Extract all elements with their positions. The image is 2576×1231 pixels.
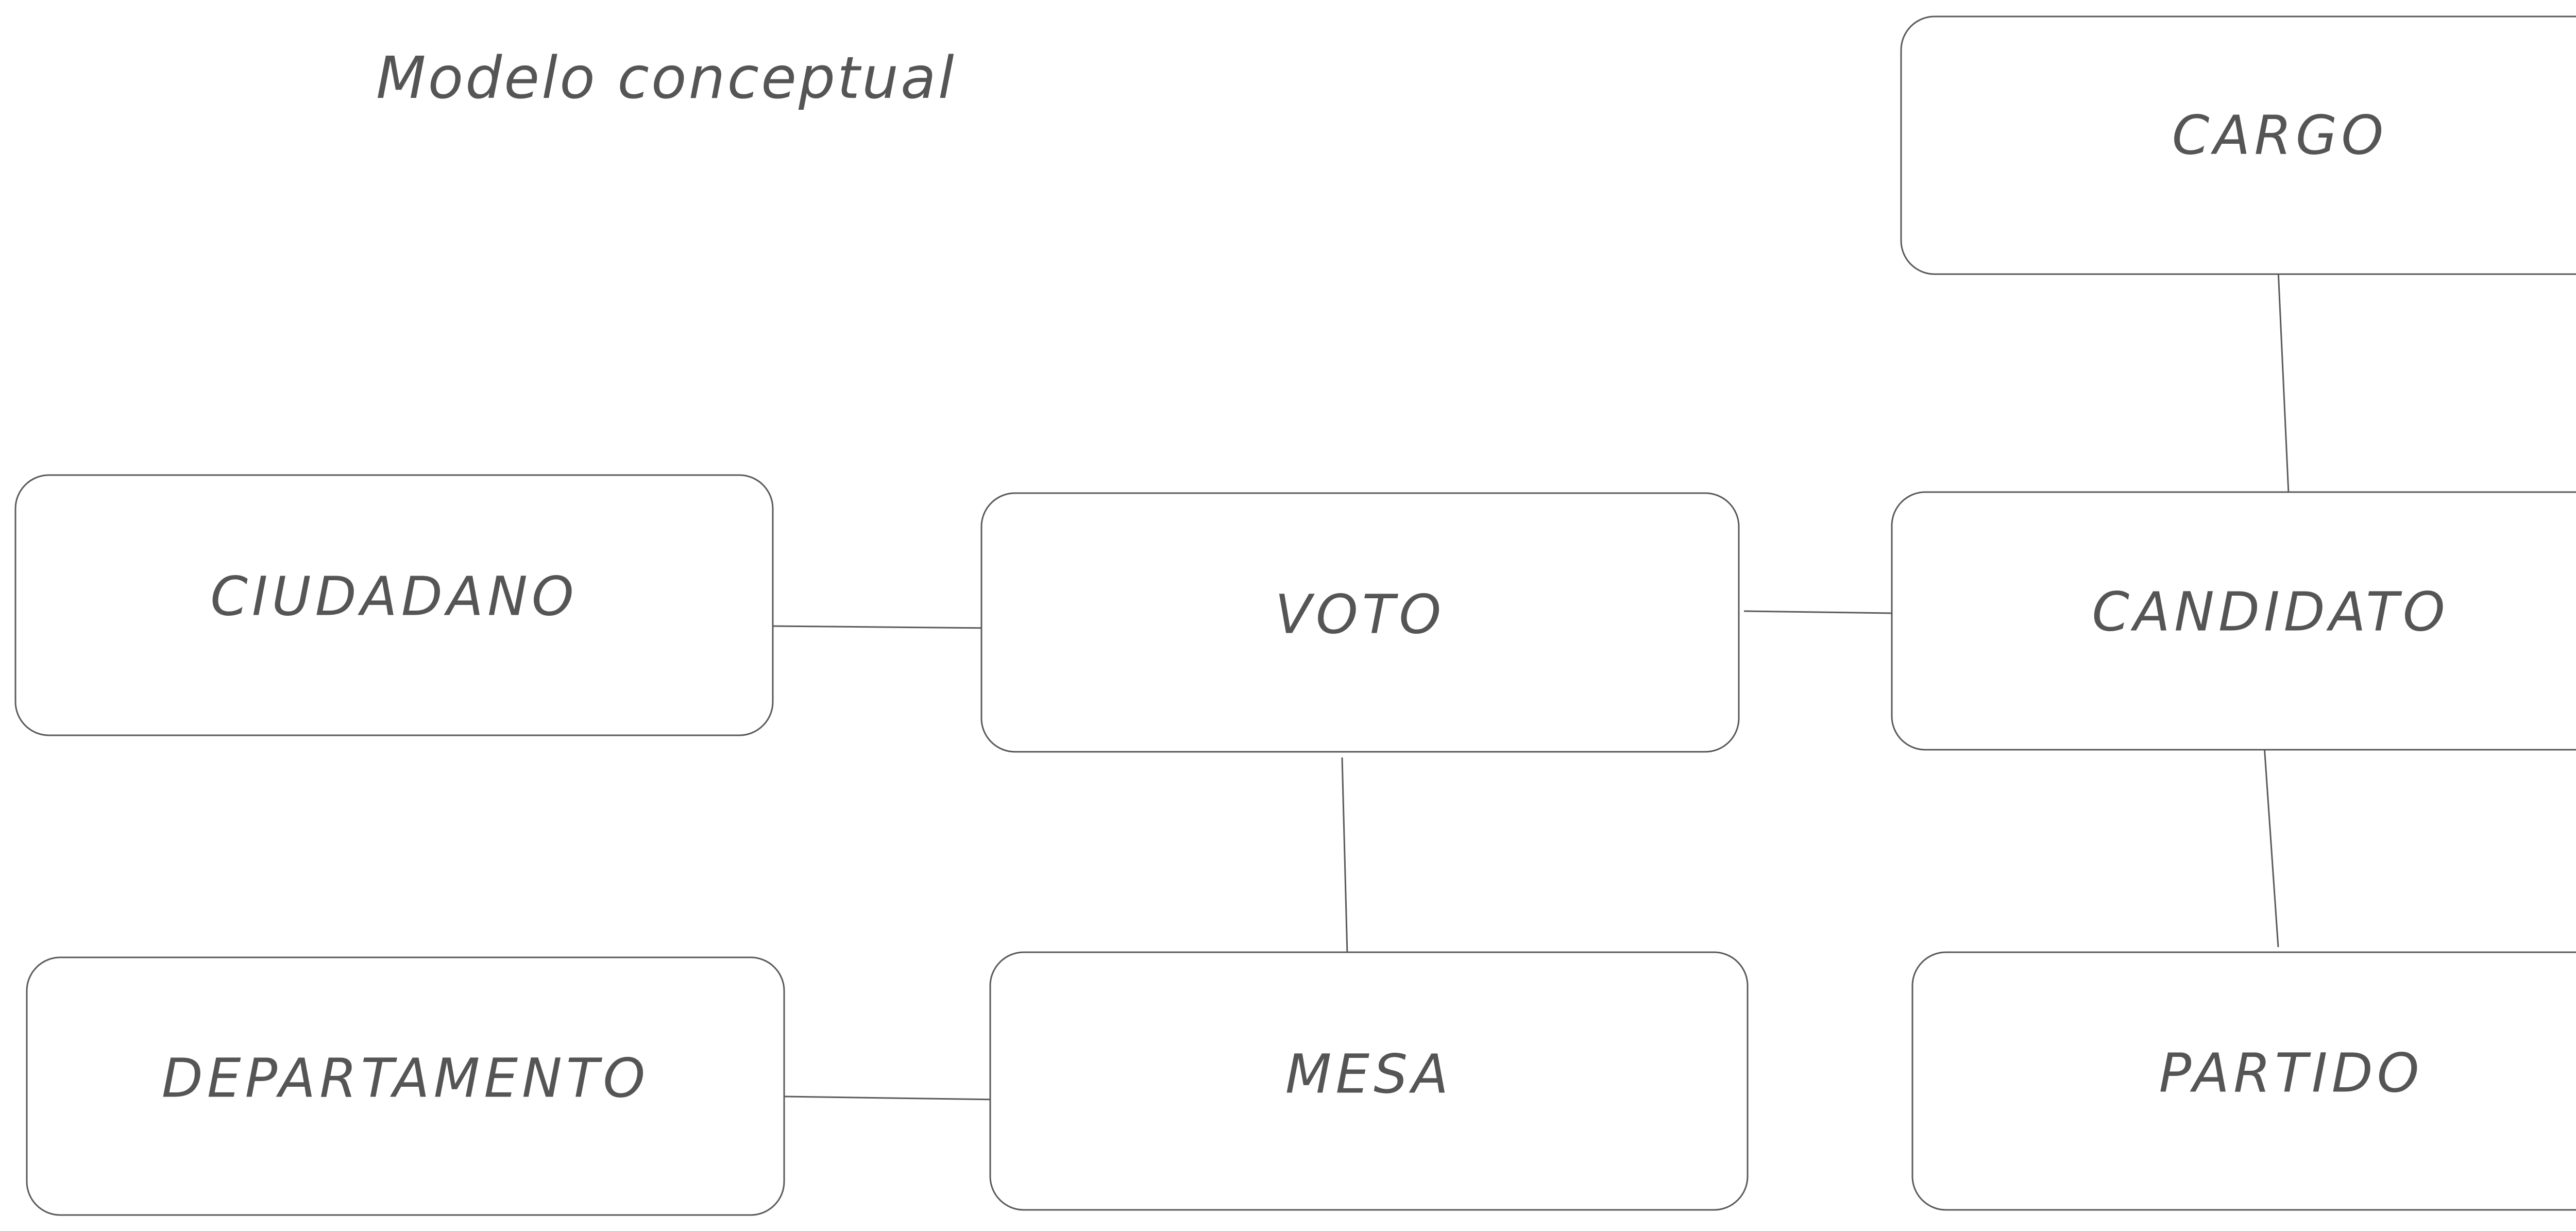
- relation-voto-candidato: [1743, 610, 1892, 614]
- entity-mesa-box: [989, 951, 1749, 1211]
- entity-candidato[interactable]: CANDIDATO: [1891, 491, 2576, 751]
- entity-voto[interactable]: VOTO: [980, 492, 1740, 753]
- entity-partido-label: PARTIDO: [2159, 1041, 2423, 1104]
- entity-cargo-box: [1900, 15, 2576, 275]
- relation-ciudadano-voto: [772, 625, 994, 629]
- entity-mesa[interactable]: MESA: [989, 951, 1749, 1211]
- entity-partido[interactable]: PARTIDO: [1911, 951, 2576, 1211]
- entity-candidato-label: CANDIDATO: [2092, 580, 2449, 643]
- relation-voto-mesa: [1341, 757, 1348, 954]
- entity-departamento[interactable]: DEPARTAMENTO: [26, 956, 785, 1216]
- entity-voto-label: VOTO: [1275, 583, 1445, 646]
- entity-ciudadano[interactable]: CIUDADANO: [14, 474, 774, 736]
- relation-mesa-departamento: [784, 1095, 999, 1101]
- entity-ciudadano-box: [14, 474, 774, 736]
- entity-partido-box: [1911, 951, 2576, 1211]
- entity-candidato-box: [1891, 491, 2576, 751]
- entity-ciudadano-label: CIUDADANO: [210, 565, 578, 628]
- entity-departamento-label: DEPARTAMENTO: [162, 1047, 649, 1109]
- relation-candidato-partido: [2263, 746, 2279, 948]
- entity-voto-box: [980, 492, 1740, 753]
- entity-cargo[interactable]: CARGO: [1900, 15, 2576, 275]
- entity-cargo-label: CARGO: [2172, 104, 2387, 166]
- entity-mesa-label: MESA: [1285, 1042, 1453, 1105]
- relation-candidato-cargo: [2277, 270, 2290, 494]
- diagram-title: Modelo conceptual: [376, 45, 956, 112]
- entity-departamento-box: [26, 956, 785, 1216]
